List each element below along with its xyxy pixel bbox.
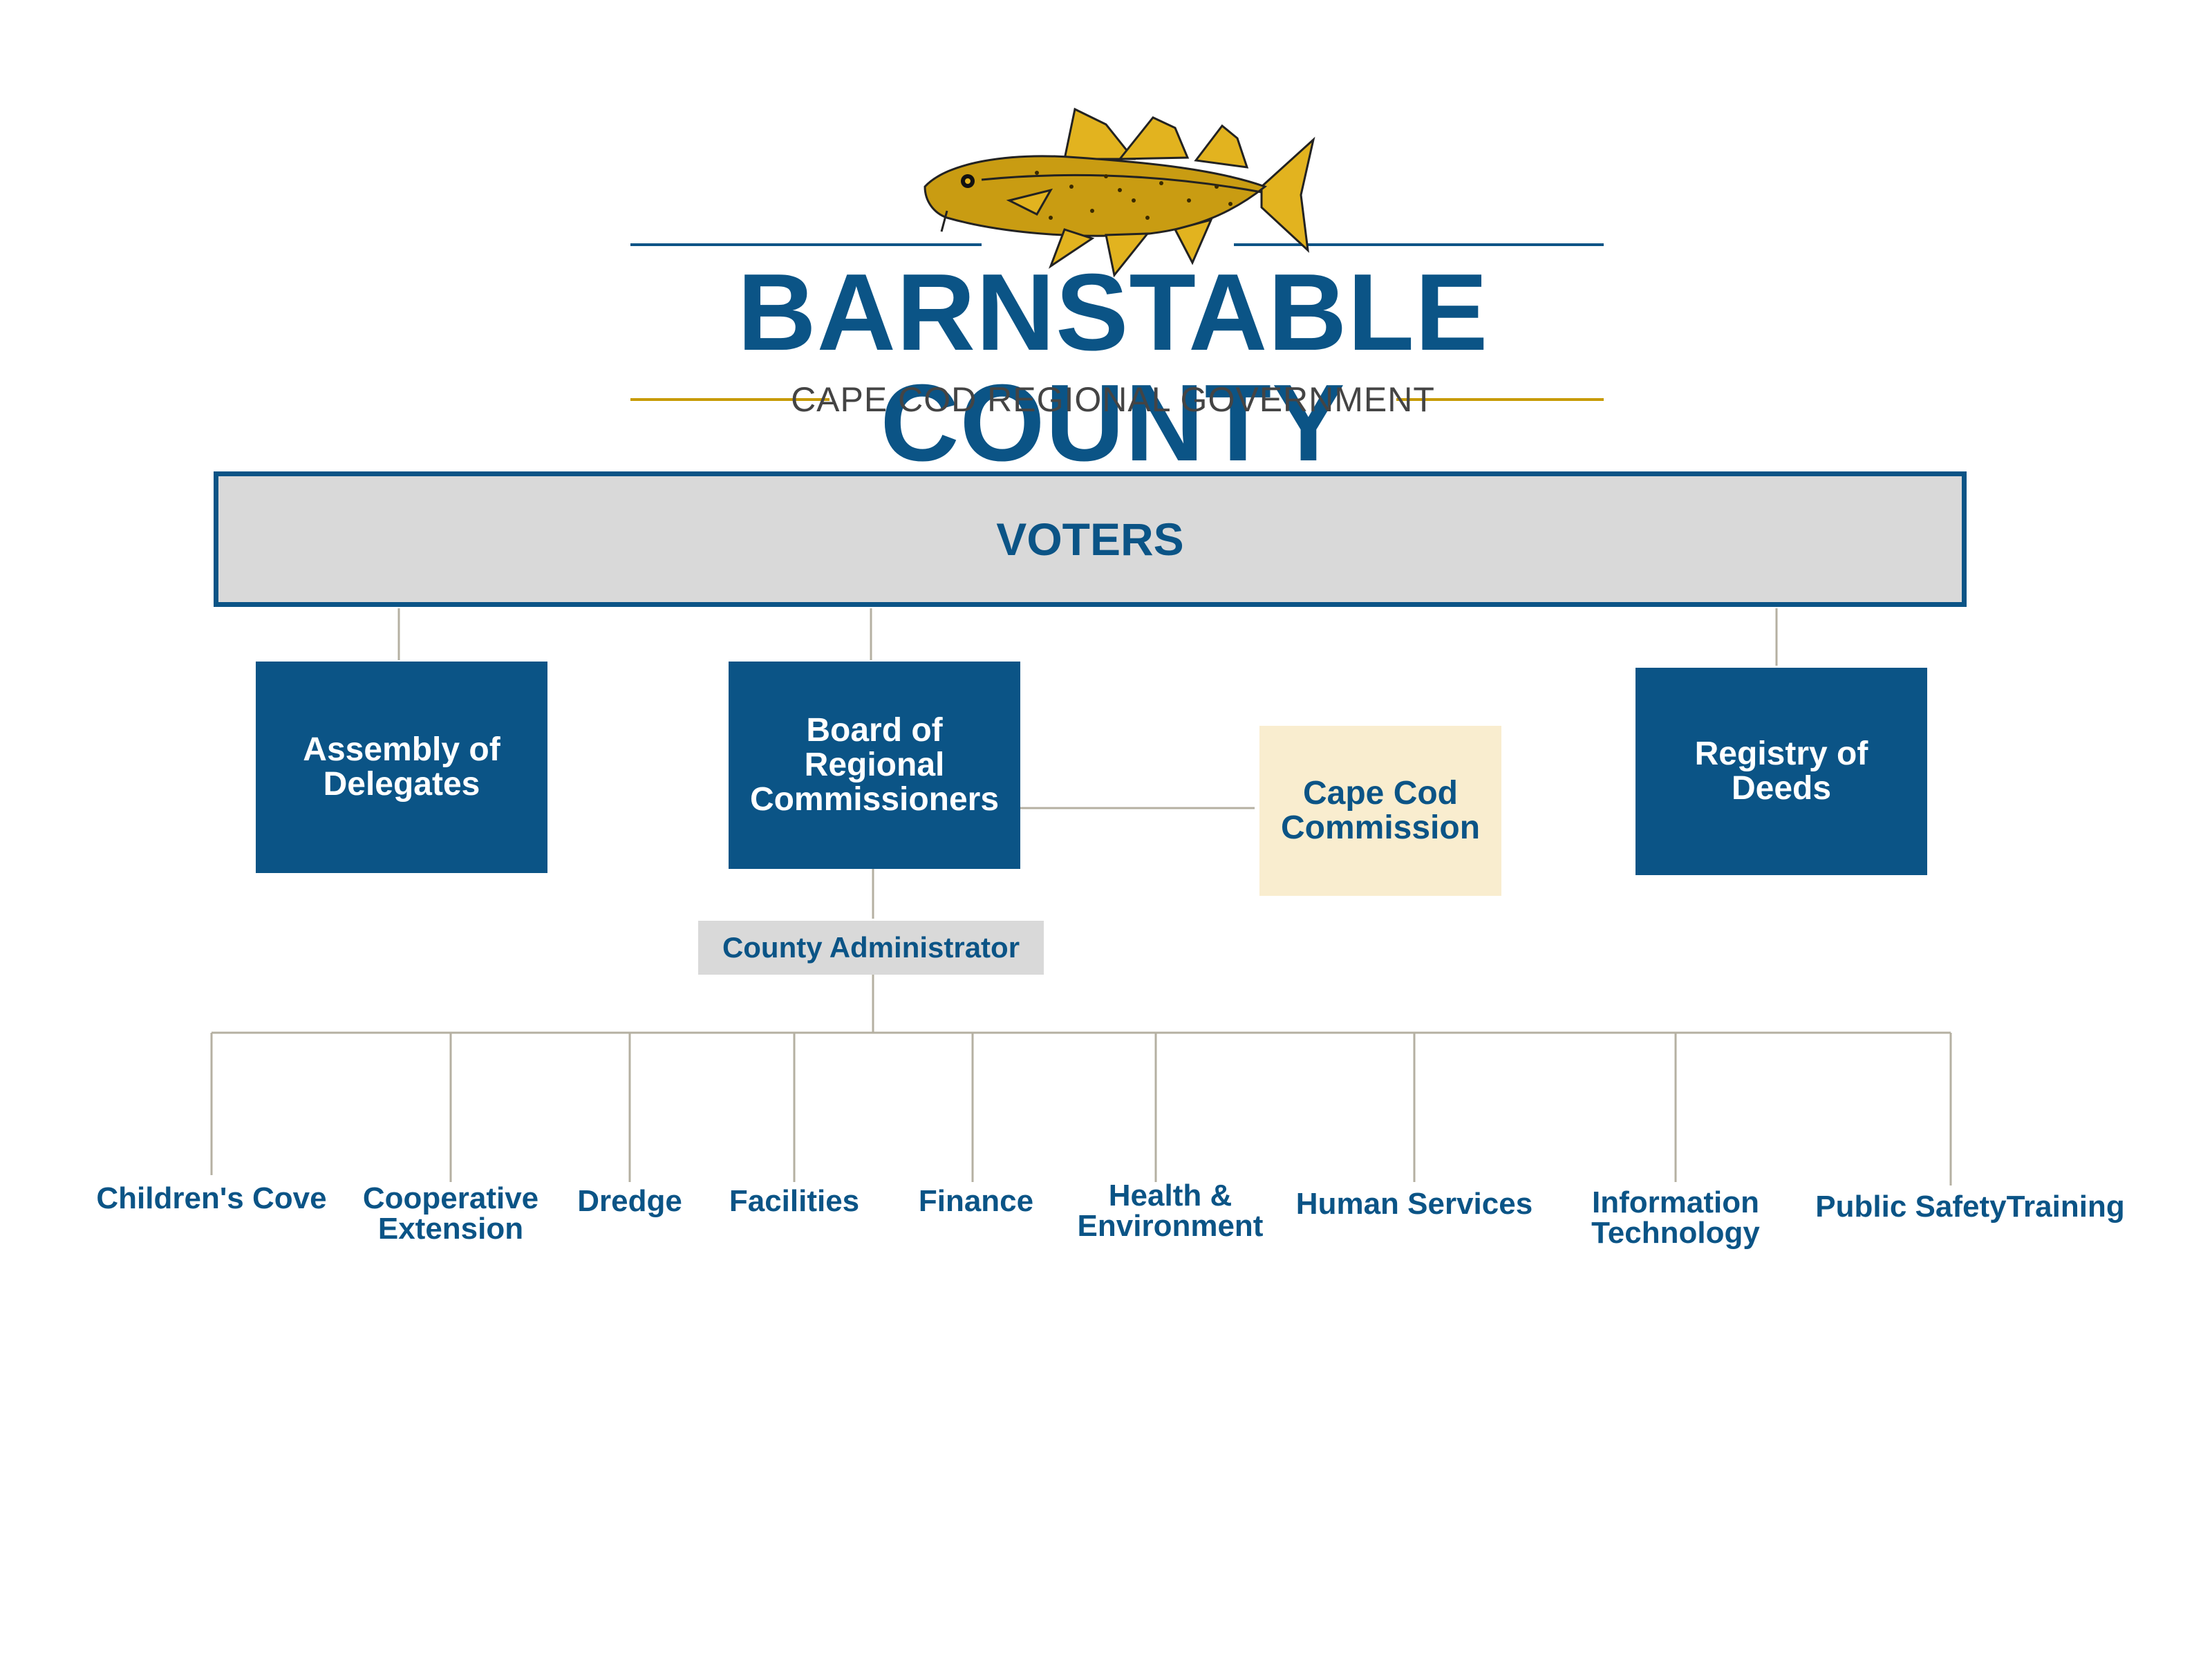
dept-finance: Finance — [918, 1184, 1034, 1218]
assembly-label-line-2: Delegates — [323, 766, 480, 803]
codfish-icon — [630, 107, 1604, 401]
cape-cod-commission-box: Cape Cod Commission — [1259, 726, 1501, 896]
board-label-line-1: Board of — [806, 712, 943, 749]
county-administrator-label: County Administrator — [722, 931, 1020, 964]
commission-label-line-2: Commission — [1280, 809, 1481, 846]
dept-facilities: Facilities — [729, 1184, 860, 1218]
commission-label-line-1: Cape Cod — [1302, 775, 1458, 812]
dept-human-services: Human Services — [1295, 1187, 1533, 1221]
voters-label: VOTERS — [996, 514, 1184, 565]
dept-childrens-cove: Children's Cove — [96, 1181, 327, 1215]
assembly-label-line-1: Assembly of — [303, 731, 500, 768]
board-of-regional-commissioners-box: Board of Regional Commissioners — [729, 662, 1020, 869]
board-label-line-2: Regional — [804, 747, 945, 783]
registry-of-deeds-box: Registry of Deeds — [1635, 668, 1927, 875]
dept-information-technology: Information Technology — [1591, 1185, 1760, 1250]
dept-cooperative-extension: Cooperative Extension — [362, 1181, 539, 1246]
assembly-of-delegates-box: Assembly of Delegates — [256, 662, 547, 873]
logo-subtitle: CAPE COD REGIONAL GOVERNMENT — [791, 380, 1435, 419]
voters-box: VOTERS — [214, 471, 1967, 607]
county-administrator-box: County Administrator — [698, 921, 1044, 975]
dept-dredge: Dredge — [577, 1184, 682, 1218]
registry-label-line-1: Registry of — [1694, 735, 1868, 772]
county-logo: BARNSTABLE COUNTY CAPE COD REGIONAL GOVE… — [622, 97, 1604, 478]
logo-title: BARNSTABLE COUNTY — [737, 252, 1489, 484]
dept-health-environment: Health & Environment — [1077, 1179, 1264, 1243]
board-label-line-3: Commissioners — [749, 781, 1000, 818]
dept-public-safety-training: Public SafetyTraining — [1815, 1190, 2125, 1224]
registry-label-line-2: Deeds — [1731, 770, 1832, 807]
